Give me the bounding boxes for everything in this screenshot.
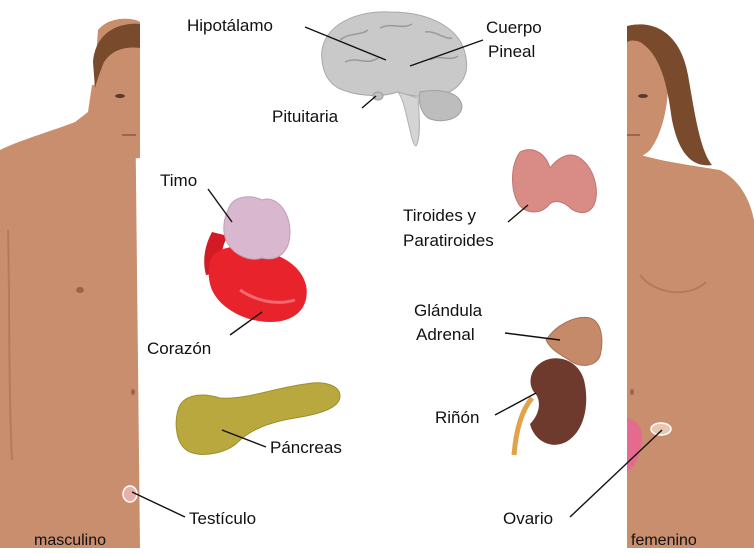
label-heart: Corazón xyxy=(147,339,211,359)
female-eye xyxy=(638,94,648,98)
label-hypothalamus: Hipotálamo xyxy=(187,16,273,36)
thyroid-shape xyxy=(513,150,597,213)
kidney-shape xyxy=(530,358,586,445)
label-testicle: Testículo xyxy=(189,509,256,529)
kidney xyxy=(514,358,586,455)
leader-thyroid xyxy=(508,205,528,222)
male-eye xyxy=(115,94,125,98)
caption-female: femenino xyxy=(631,532,697,550)
female-figure xyxy=(627,24,754,548)
adrenal-gland xyxy=(546,317,602,365)
leader-thymus xyxy=(208,189,232,222)
female-body xyxy=(627,150,754,548)
male-navel xyxy=(131,389,135,395)
female-navel xyxy=(630,389,634,395)
brain-cerebellum xyxy=(419,91,462,121)
label-thymus: Timo xyxy=(160,171,197,191)
leader-pituitary xyxy=(362,96,376,108)
adrenal-shape xyxy=(546,317,602,365)
female-ovary-marker xyxy=(651,423,671,435)
male-nipple xyxy=(76,287,84,293)
label-ovary: Ovario xyxy=(503,509,553,529)
brain-pituitary xyxy=(373,92,383,100)
ureter xyxy=(514,398,532,455)
brain-cerebrum xyxy=(322,12,467,97)
label-pancreas: Páncreas xyxy=(270,438,342,458)
brain xyxy=(322,12,467,146)
label-adrenal-line2: Adrenal xyxy=(416,325,475,345)
brain-stem xyxy=(398,92,419,146)
label-adrenal-line1: Glándula xyxy=(414,301,482,321)
label-thyroid-line2: Paratiroides xyxy=(403,231,494,251)
label-pineal-line1: Cuerpo xyxy=(486,18,542,38)
caption-male: masculino xyxy=(34,532,106,550)
label-pituitary: Pituitaria xyxy=(272,107,338,127)
leader-testicle xyxy=(132,492,185,517)
male-body xyxy=(0,85,140,548)
thymus xyxy=(224,197,290,259)
label-thyroid-line1: Tiroides y xyxy=(403,206,476,226)
label-pineal-line2: Pineal xyxy=(488,42,535,62)
label-kidney: Riñón xyxy=(435,408,479,428)
thyroid xyxy=(513,150,597,213)
thymus-shape xyxy=(224,197,290,259)
male-figure xyxy=(0,19,140,548)
